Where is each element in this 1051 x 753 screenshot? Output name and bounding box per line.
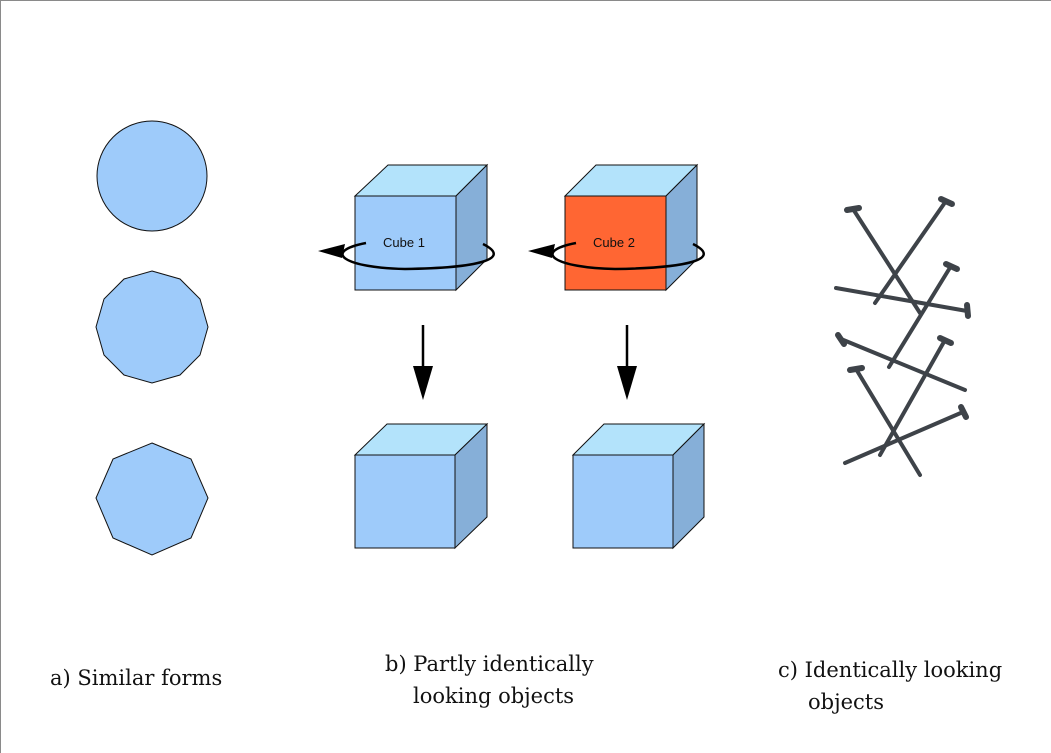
nail-7 [847,365,922,477]
nail-5 [835,332,967,392]
result-cube-1-front-face [354,454,456,549]
frame-top-border [0,0,1051,1]
caption-identical-line-1: c) Identically looking [778,658,1003,682]
similar-forms-group [95,120,209,556]
dodecagon-shape [95,270,209,384]
circle-shape [96,120,208,232]
caption-similar-forms: a) Similar forms [50,666,223,690]
caption-identical-line-2: objects [808,690,885,714]
rotation-arrow-2 [528,241,705,271]
cube-1-front-face [354,195,457,291]
caption-partly-identical-line-1: b) Partly identically [385,652,594,676]
nail-2 [873,196,955,305]
down-arrow-2 [617,325,637,400]
cube-1: Cube 1 [353,163,489,292]
nail-4 [887,261,960,369]
result-cube-2-front-face [572,454,674,549]
rotation-arrowhead-1 [318,244,345,258]
frame-left-border [0,0,1,753]
nail-8 [843,404,969,465]
nail-1 [844,205,922,315]
cube-2: Cube 2 [563,163,699,292]
caption-partly-identical-line-2: looking objects [413,684,575,708]
result-cube-2 [571,422,706,550]
cube-2-front-face [564,195,667,291]
rotation-arrowhead-2 [528,244,555,258]
cube-2-label: Cube 2 [593,235,635,250]
octagon-shape [95,442,209,556]
nail-3 [834,286,971,319]
cube-1-label: Cube 1 [383,235,425,250]
rotation-arrow-1 [318,241,495,271]
nails-group [834,196,971,477]
result-cube-1 [353,422,489,550]
down-arrow-1 [413,325,433,400]
nail-6 [878,335,954,457]
